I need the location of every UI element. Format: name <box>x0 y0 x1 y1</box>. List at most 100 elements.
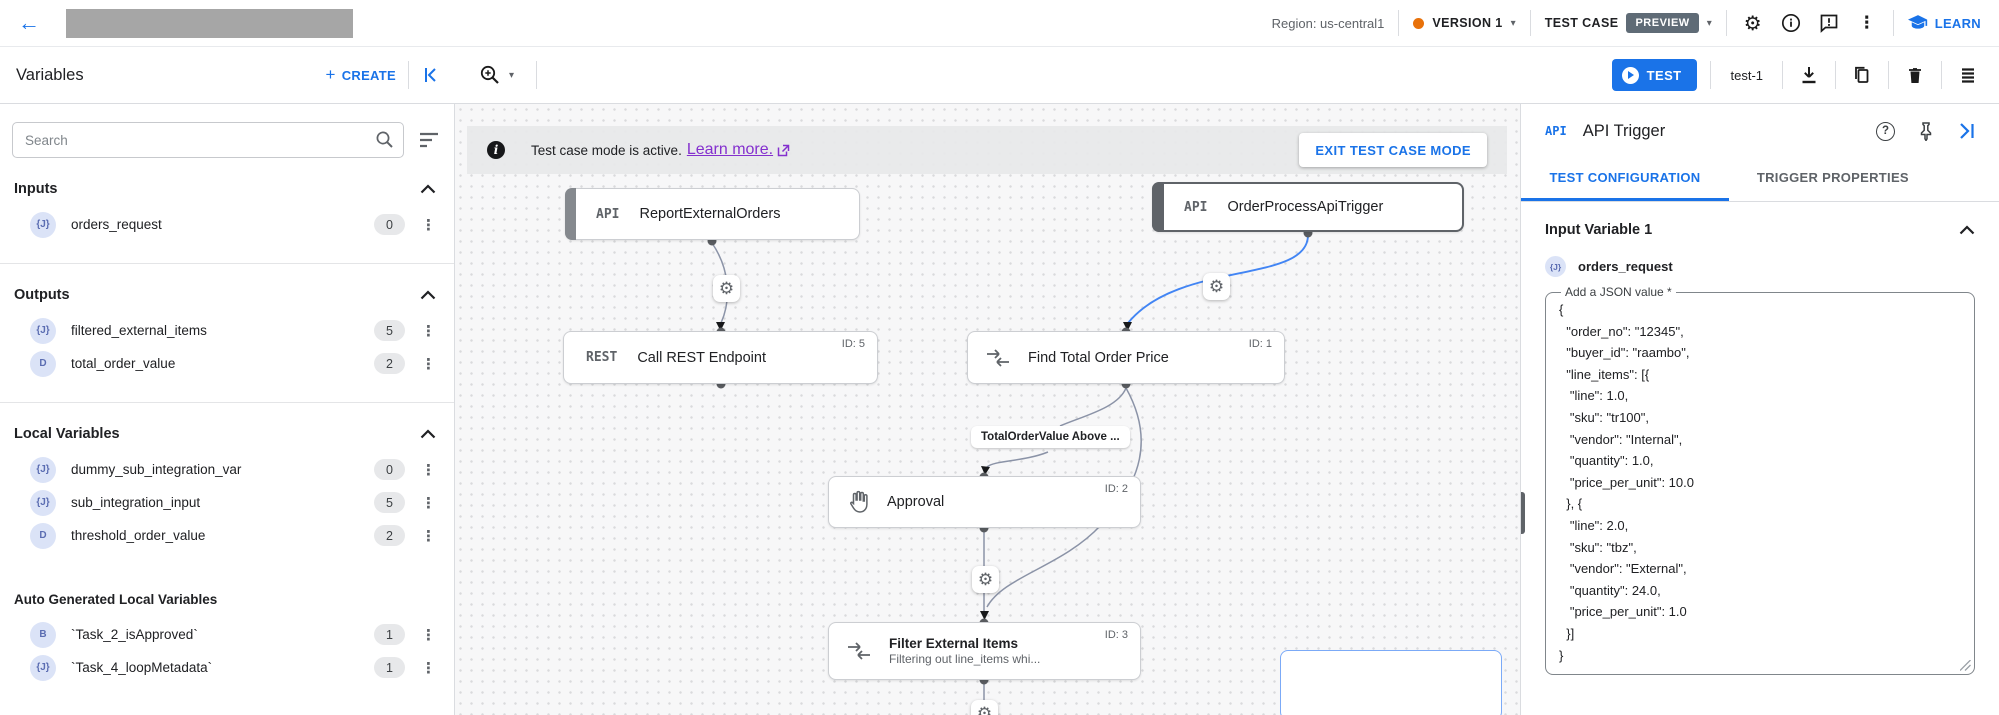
workflow-canvas[interactable]: i Test case mode is active. Learn more. … <box>455 104 1520 715</box>
variable-row[interactable]: D threshold_order_value 2 ⋮ <box>0 519 454 552</box>
search-input[interactable] <box>12 122 404 158</box>
divider <box>1888 61 1889 89</box>
divider <box>0 402 454 403</box>
api-trigger-config-panel: API API Trigger ? TEST CONFIGURATION TRI… <box>1520 104 1999 715</box>
row-kebab-icon[interactable]: ⋮ <box>421 494 436 512</box>
row-kebab-icon[interactable]: ⋮ <box>421 355 436 373</box>
variable-name: dummy_sub_integration_var <box>71 462 242 477</box>
region-label: Region: us-central1 <box>1271 15 1385 31</box>
node-order-process-api-trigger[interactable]: API OrderProcessApiTrigger <box>1152 182 1464 232</box>
sort-filter-icon[interactable] <box>418 131 440 149</box>
info-icon[interactable] <box>1779 11 1803 35</box>
copy-icon[interactable] <box>1849 62 1875 88</box>
edge-condition-label[interactable]: TotalOrderValue Above ... <box>971 426 1130 448</box>
chevron-down-icon: ▾ <box>1510 17 1516 29</box>
row-kebab-icon[interactable]: ⋮ <box>421 659 436 677</box>
variable-row[interactable]: B `Task_2_isApproved` 1 ⋮ <box>0 618 454 651</box>
variable-name: `Task_2_isApproved` <box>71 627 198 642</box>
version-selector[interactable]: VERSION 1 ▾ <box>1413 16 1516 30</box>
tab-test-configuration[interactable]: TEST CONFIGURATION <box>1521 156 1729 201</box>
learn-link[interactable]: LEARN <box>1907 15 1981 31</box>
node-find-total-order-price[interactable]: Find Total Order Price ID: 1 <box>967 331 1285 384</box>
topbar-actions: Region: us-central1 VERSION 1 ▾ TEST CAS… <box>1272 10 1981 36</box>
section-header-outputs[interactable]: Outputs <box>0 280 454 310</box>
download-icon[interactable] <box>1796 62 1822 88</box>
feedback-icon[interactable] <box>1817 11 1841 35</box>
section-header-local-variables[interactable]: Local Variables <box>0 419 454 449</box>
zoom-magnifier-icon <box>480 65 499 84</box>
exit-test-case-mode-button[interactable]: EXIT TEST CASE MODE <box>1299 133 1487 167</box>
test-case-name[interactable]: test-1 <box>1730 67 1763 83</box>
chevron-up-icon[interactable] <box>420 429 436 439</box>
node-approval[interactable]: Approval ID: 2 <box>828 476 1141 528</box>
usage-count-badge: 2 <box>374 525 405 546</box>
settings-gear-icon[interactable]: ⚙ <box>1743 12 1762 35</box>
double-type-icon: D <box>30 522 56 549</box>
variable-name: orders_request <box>1578 259 1673 274</box>
collapse-panel-icon[interactable] <box>421 65 441 85</box>
edge-gear-icon[interactable]: ⚙ <box>713 275 740 302</box>
boolean-type-icon: B <box>30 621 56 648</box>
empty-selection-box[interactable] <box>1280 650 1502 715</box>
integration-title-redacted <box>66 8 353 38</box>
edge-gear-icon[interactable]: ⚙ <box>972 566 999 593</box>
resize-grip-icon[interactable] <box>1960 660 1971 672</box>
row-kebab-icon[interactable]: ⋮ <box>421 216 436 234</box>
json-type-icon: {J} <box>30 211 56 238</box>
test-case-banner: i Test case mode is active. Learn more. … <box>467 126 1507 174</box>
row-kebab-icon[interactable]: ⋮ <box>421 461 436 479</box>
variable-row[interactable]: {J} dummy_sub_integration_var 0 ⋮ <box>0 453 454 486</box>
edge-gear-icon[interactable]: ⚙ <box>971 700 998 715</box>
variable-row[interactable]: D total_order_value 2 ⋮ <box>0 347 454 380</box>
divider <box>1892 10 1894 36</box>
delete-trash-icon[interactable] <box>1902 62 1928 88</box>
panel-resize-handle[interactable] <box>1521 492 1525 534</box>
data-mapping-icon <box>986 348 1010 368</box>
row-kebab-icon[interactable]: ⋮ <box>421 527 436 545</box>
variable-row[interactable]: {J} `Task_4_loopMetadata` 1 ⋮ <box>0 651 454 684</box>
row-kebab-icon[interactable]: ⋮ <box>421 626 436 644</box>
variable-row[interactable]: {J} sub_integration_input 5 ⋮ <box>0 486 454 519</box>
usage-count-badge: 5 <box>374 320 405 341</box>
chevron-up-icon[interactable] <box>1959 225 1975 235</box>
double-type-icon: D <box>30 350 56 377</box>
node-filter-external-items[interactable]: Filter External Items Filtering out line… <box>828 622 1141 680</box>
variable-row[interactable]: {J} filtered_external_items 5 ⋮ <box>0 314 454 347</box>
row-kebab-icon[interactable]: ⋮ <box>421 322 436 340</box>
node-id-label: ID: 3 <box>1104 629 1128 641</box>
learn-more-link[interactable]: Learn more. <box>686 141 774 158</box>
node-call-rest-endpoint[interactable]: REST Call REST Endpoint ID: 5 <box>563 331 878 384</box>
create-variable-button[interactable]: + CREATE <box>325 65 396 85</box>
variable-row[interactable]: {J} orders_request 0 ⋮ <box>0 208 454 241</box>
section-header-inputs[interactable]: Inputs <box>0 174 454 204</box>
more-options-kebab-icon[interactable]: ⋮ <box>1858 13 1876 32</box>
test-button-label: TEST <box>1646 67 1682 83</box>
tab-trigger-properties[interactable]: TRIGGER PROPERTIES <box>1756 170 1909 185</box>
menu-list-icon[interactable] <box>1955 62 1981 88</box>
json-value-textarea[interactable]: { "order_no": "12345", "buyer_id": "raam… <box>1559 302 1694 663</box>
variable-name: total_order_value <box>71 356 176 371</box>
section-header-auto-generated[interactable]: Auto Generated Local Variables <box>0 584 454 614</box>
back-arrow-icon[interactable]: ← <box>18 10 40 35</box>
chevron-up-icon[interactable] <box>420 290 436 300</box>
zoom-control[interactable]: ▾ <box>479 64 514 86</box>
json-value-field: Add a JSON value * { "order_no": "12345"… <box>1545 285 1975 676</box>
section-title: Local Variables <box>14 426 120 442</box>
preview-badge: PREVIEW <box>1626 13 1699 33</box>
version-label: VERSION 1 <box>1432 16 1503 30</box>
node-title: OrderProcessApiTrigger <box>1227 199 1384 215</box>
pin-icon[interactable] <box>1917 121 1935 141</box>
test-button[interactable]: TEST <box>1611 59 1698 91</box>
help-icon[interactable]: ? <box>1876 121 1895 141</box>
divider <box>1941 61 1942 89</box>
test-case-selector[interactable]: TEST CASE PREVIEW ▾ <box>1545 13 1712 33</box>
approval-hand-icon <box>847 490 869 514</box>
chevron-up-icon[interactable] <box>420 184 436 194</box>
collapse-panel-right-icon[interactable] <box>1957 121 1977 141</box>
node-title: Filter External Items <box>889 636 1019 651</box>
node-id-label: ID: 5 <box>841 338 865 350</box>
trigger-accent-bar <box>565 188 576 240</box>
editor-toolbar: Variables + CREATE ▾ TEST test-1 <box>0 46 1999 104</box>
node-report-external-orders[interactable]: API ReportExternalOrders <box>565 188 860 240</box>
edge-gear-icon[interactable]: ⚙ <box>1203 273 1230 300</box>
